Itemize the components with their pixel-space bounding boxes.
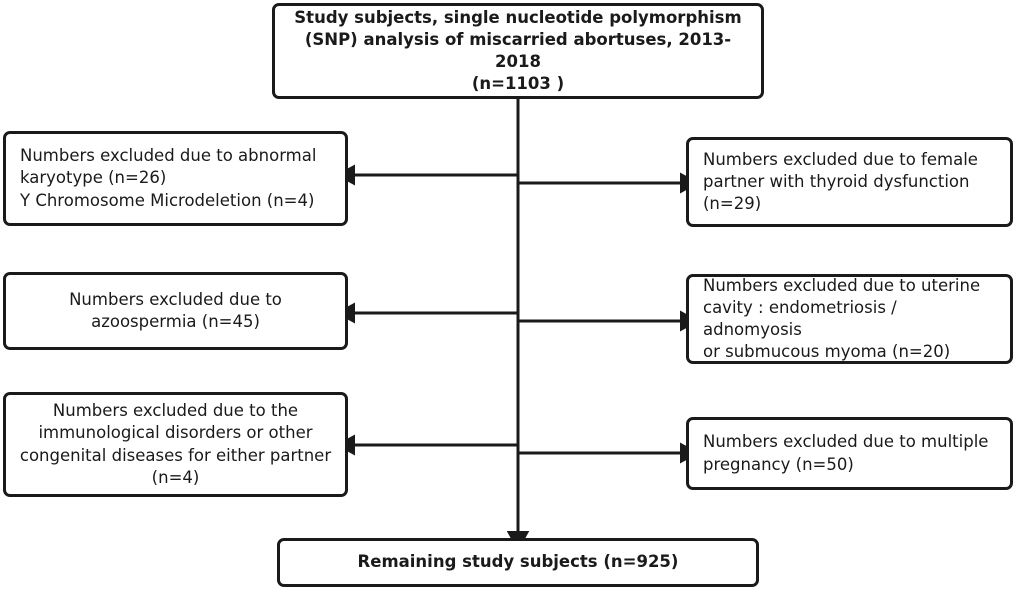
node-excluded-thyroid-dysfunction[interactable]: Numbers excluded due to female partner w… bbox=[686, 137, 1013, 227]
node-excluded-uterine-cavity[interactable]: Numbers excluded due to uterine cavity :… bbox=[686, 274, 1013, 364]
node-excluded-multiple-pregnancy-label: Numbers excluded due to multiple pregnan… bbox=[703, 432, 989, 474]
node-excluded-abnormal-karyotype[interactable]: Numbers excluded due to abnormal karyoty… bbox=[3, 131, 348, 226]
node-study-subjects[interactable]: Study subjects, single nucleotide polymo… bbox=[272, 3, 764, 99]
node-remaining-study-subjects-label: Remaining study subjects (n=925) bbox=[357, 552, 679, 572]
node-excluded-uterine-cavity-label: Numbers excluded due to uterine cavity :… bbox=[703, 275, 981, 362]
node-excluded-immunological-congenital[interactable]: Numbers excluded due to the immunologica… bbox=[3, 392, 348, 497]
node-excluded-thyroid-dysfunction-label: Numbers excluded due to female partner w… bbox=[703, 149, 978, 214]
node-study-subjects-label: Study subjects, single nucleotide polymo… bbox=[294, 7, 742, 94]
node-remaining-study-subjects[interactable]: Remaining study subjects (n=925) bbox=[277, 538, 759, 587]
node-excluded-multiple-pregnancy[interactable]: Numbers excluded due to multiple pregnan… bbox=[686, 417, 1013, 490]
node-excluded-azoospermia-label: Numbers excluded due to azoospermia (n=4… bbox=[69, 289, 282, 331]
node-excluded-azoospermia[interactable]: Numbers excluded due to azoospermia (n=4… bbox=[3, 272, 348, 350]
node-excluded-immunological-congenital-label: Numbers excluded due to the immunologica… bbox=[19, 401, 332, 487]
node-excluded-abnormal-karyotype-label: Numbers excluded due to abnormal karyoty… bbox=[20, 146, 317, 210]
